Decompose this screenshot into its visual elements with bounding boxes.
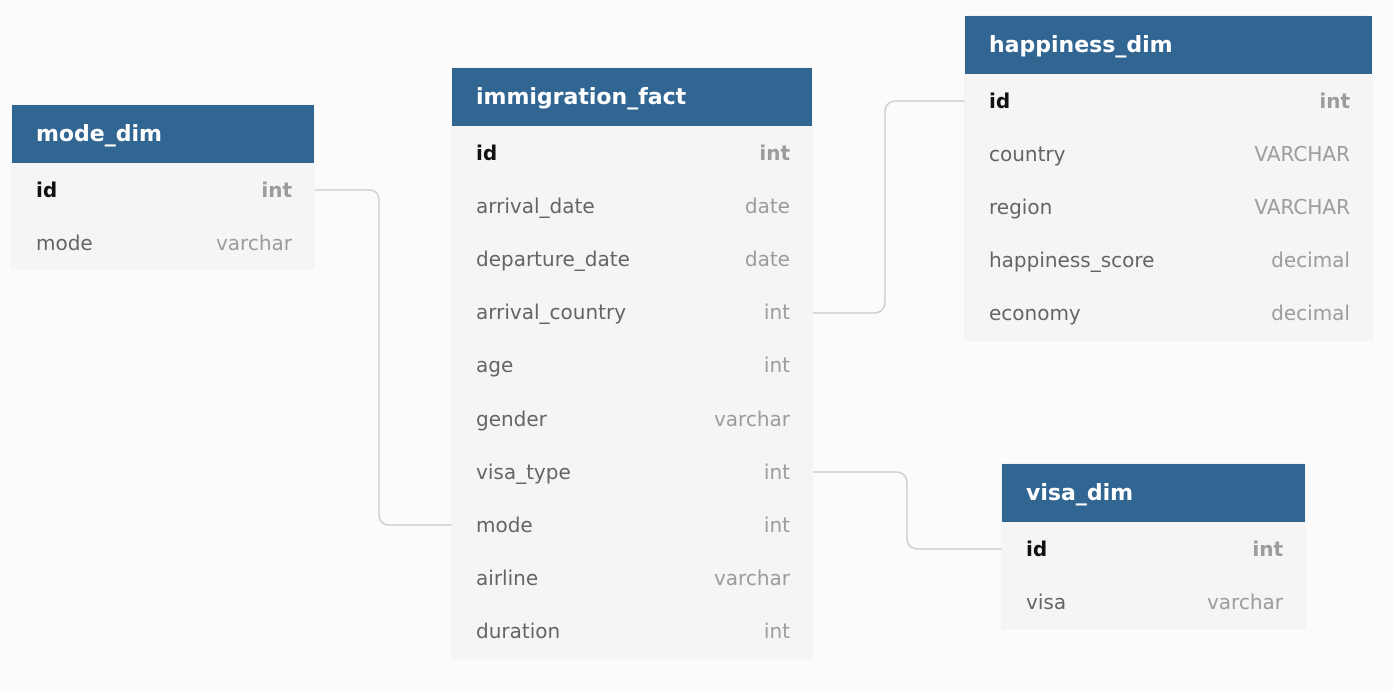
field-row[interactable]: visa_type int [452,445,812,498]
table-header[interactable]: visa_dim [1002,464,1305,522]
field-row[interactable]: visa varchar [1002,575,1305,628]
field-row[interactable]: mode int [452,498,812,551]
field-row[interactable]: airline varchar [452,552,812,605]
field-type: int [763,300,790,325]
field-row[interactable]: id int [965,74,1372,127]
field-row[interactable]: region VARCHAR [965,180,1372,233]
field-name: visa_type [476,459,571,484]
field-name: departure_date [476,246,630,271]
field-row[interactable]: id int [12,163,314,216]
relation-arrival-country-line [813,100,965,314]
field-type: int [261,177,292,202]
field-type: int [763,459,790,484]
field-type: decimal [1271,301,1350,326]
field-row[interactable]: economy decimal [965,287,1372,340]
field-name: id [1026,536,1048,561]
table-happiness-dim[interactable]: happiness_dim id int country VARCHAR reg… [965,16,1372,340]
field-type: date [744,193,790,218]
table-header[interactable]: mode_dim [12,105,314,163]
field-row[interactable]: gender varchar [452,392,812,445]
field-name: id [36,177,58,202]
field-type: int [763,619,790,644]
field-type: varchar [215,230,292,255]
field-row[interactable]: arrival_date date [452,179,812,232]
field-row[interactable]: age int [452,339,812,392]
field-row[interactable]: id int [1002,522,1305,575]
field-type: varchar [1206,589,1283,614]
field-type: int [763,512,790,537]
field-name: mode [476,512,533,537]
field-type: int [1252,536,1283,561]
table-header[interactable]: happiness_dim [965,16,1372,74]
table-immigration-fact[interactable]: immigration_fact id int arrival_date dat… [452,68,812,658]
field-name: economy [989,301,1081,326]
table-visa-dim[interactable]: visa_dim id int visa varchar [1002,464,1305,628]
field-name: arrival_country [476,300,627,325]
table-mode-dim[interactable]: mode_dim id int mode varchar [12,105,314,269]
field-type: decimal [1271,248,1350,273]
field-name: id [989,88,1011,113]
field-name: age [476,353,514,378]
field-name: country [989,141,1066,166]
field-type: date [744,246,790,271]
field-type: int [1319,88,1350,113]
field-name: duration [476,619,561,644]
field-type: int [759,140,790,165]
field-type: varchar [713,566,790,591]
relation-visa-type-line [813,471,1002,550]
field-row[interactable]: country VARCHAR [965,127,1372,180]
field-row[interactable]: id int [452,126,812,179]
field-name: arrival_date [476,193,595,218]
field-type: int [763,353,790,378]
field-row[interactable]: arrival_country int [452,286,812,339]
relation-mode-line [315,189,452,526]
field-row[interactable]: mode varchar [12,216,314,269]
field-name: visa [1026,589,1067,614]
field-name: id [476,140,498,165]
field-type: varchar [713,406,790,431]
field-name: happiness_score [989,248,1155,273]
field-name: region [989,194,1053,219]
field-name: gender [476,406,547,431]
table-header[interactable]: immigration_fact [452,68,812,126]
field-name: mode [36,230,93,255]
field-row[interactable]: duration int [452,605,812,658]
field-type: VARCHAR [1254,194,1350,219]
field-row[interactable]: happiness_score decimal [965,234,1372,287]
field-type: VARCHAR [1254,141,1350,166]
field-name: airline [476,566,539,591]
field-row[interactable]: departure_date date [452,232,812,285]
